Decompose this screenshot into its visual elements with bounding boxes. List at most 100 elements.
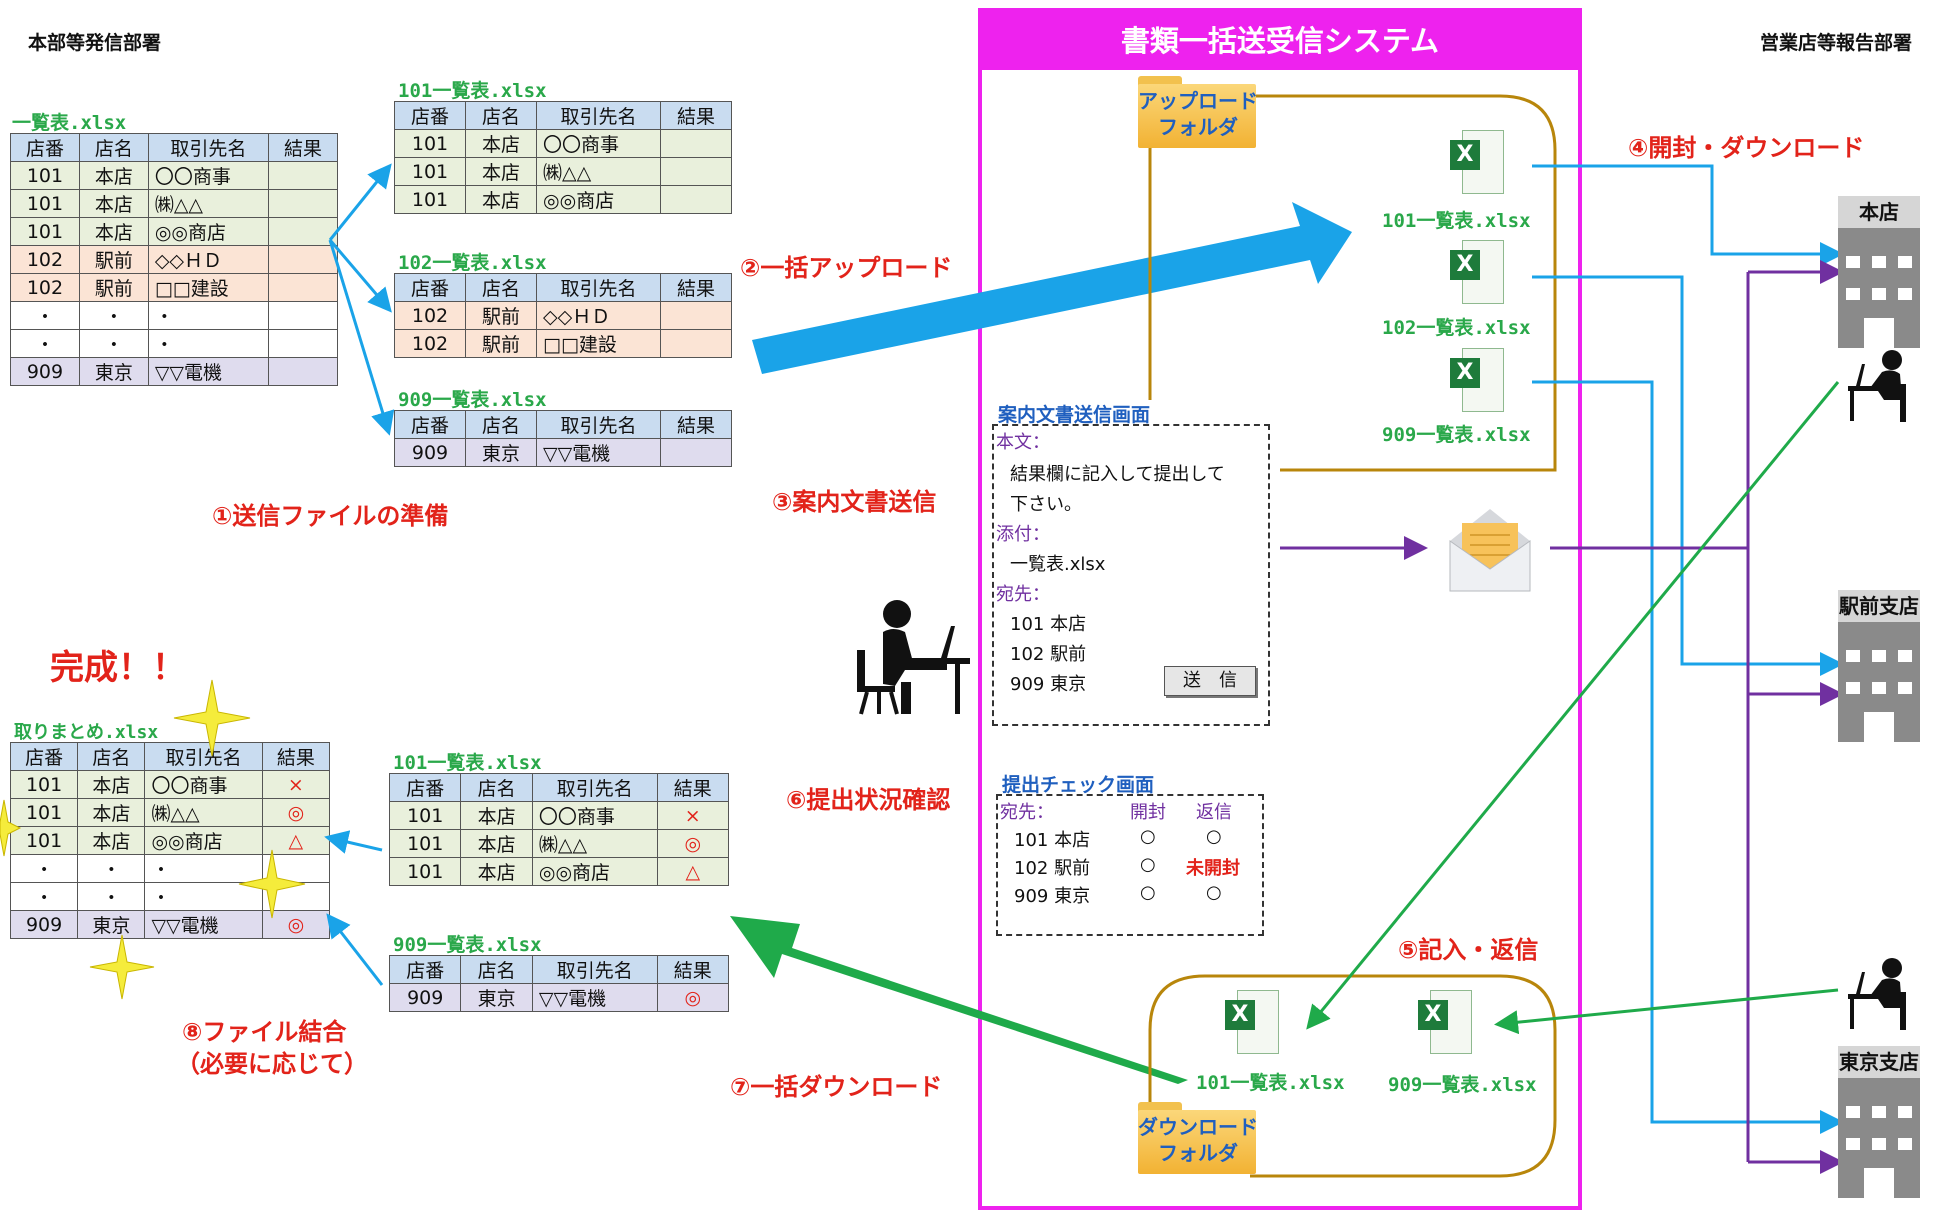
upload-file-909-label: 909一覧表.xlsx (1382, 424, 1531, 446)
notice-to-label: 宛先： (996, 584, 1050, 605)
envelope-icon (1449, 509, 1531, 592)
download-group-frame (1148, 974, 1557, 1178)
excel-file-icon[interactable]: X (1418, 990, 1472, 1054)
left-header: 本部等発信部署 (28, 32, 162, 54)
notice-recipient: 909 東京 (1010, 674, 1087, 695)
building-tokyo-label: 東京支店 (1838, 1046, 1920, 1078)
excel-file-icon[interactable]: X (1225, 990, 1279, 1054)
returned-909-name: 909一覧表.xlsx (393, 934, 542, 956)
step-7-label: ⑦一括ダウンロード (730, 1073, 943, 1101)
system-panel: 書類一括送受信システム (978, 8, 1582, 1210)
check-col-reply: 返信 (1196, 802, 1232, 823)
step-5-label: ⑤記入・返信 (1398, 936, 1539, 964)
building-honten-icon: 本店 (1838, 196, 1920, 348)
check-row-dest: 101 本店 (1014, 830, 1091, 851)
download-arrow (730, 916, 1188, 1084)
upload-arrow (752, 202, 1352, 374)
check-screen: 宛先： 開封 返信 101 本店 ○ ○ 102 駅前 ○ 未開封 909 東京… (996, 794, 1264, 936)
table-row: ・・・ (9, 882, 331, 911)
notice-attachment[interactable]: 一覧表.xlsx (1010, 554, 1106, 575)
right-header: 営業店等報告部署 (1760, 32, 1913, 54)
check-col-open: 開封 (1130, 802, 1166, 823)
system-title: 書類一括送受信システム (982, 12, 1578, 70)
upload-folder-icon[interactable]: アップロードフォルダ (1138, 76, 1258, 148)
step-4-label: ④開封・ダウンロード (1628, 134, 1865, 162)
send-button[interactable]: 送 信 (1164, 666, 1256, 696)
step-2-label: ②一括アップロード (740, 254, 953, 282)
check-row-dest: 102 駅前 (1014, 858, 1091, 879)
download-folder-icon[interactable]: ダウンロードフォルダ (1138, 1102, 1258, 1174)
excel-file-icon[interactable]: X (1450, 130, 1504, 194)
returned-101-name: 101一覧表.xlsx (393, 752, 542, 774)
excel-file-icon[interactable]: X (1450, 348, 1504, 412)
notice-screen: 本文： 結果欄に記入して提出して 下さい。 添付： 一覧表.xlsx 宛先： 1… (992, 424, 1270, 726)
download-file-909-label: 909一覧表.xlsx (1388, 1074, 1537, 1096)
check-row-open: ○ (1140, 854, 1156, 875)
master-file-name: 一覧表.xlsx (12, 112, 127, 134)
table-row: ・・・ (10, 329, 338, 358)
check-row-open: ○ (1140, 882, 1156, 903)
split-101-name: 101一覧表.xlsx (398, 80, 547, 102)
check-row-dest: 909 東京 (1014, 886, 1091, 907)
excel-file-icon[interactable]: X (1450, 240, 1504, 304)
upload-file-101-label: 101一覧表.xlsx (1382, 210, 1531, 232)
staff-at-desk-icon (1848, 958, 1906, 1030)
building-tokyo-icon: 東京支店 (1838, 1046, 1920, 1198)
notice-body-label: 本文： (996, 432, 1050, 453)
upload-file-102-label: 102一覧表.xlsx (1382, 317, 1531, 339)
check-to-label: 宛先： (1000, 802, 1054, 823)
notice-body-text-2: 下さい。 (1010, 494, 1082, 515)
merged-file-name: 取りまとめ.xlsx (14, 722, 159, 743)
person-at-desk-icon (857, 600, 970, 715)
notice-body-text: 結果欄に記入して提出して (1010, 464, 1225, 485)
complete-label: 完成！！ (50, 648, 186, 688)
notice-recipient: 101 本店 (1010, 614, 1087, 635)
check-row-open: ○ (1140, 826, 1156, 847)
building-ekimae-icon: 駅前支店 (1838, 590, 1920, 742)
split-102-name: 102一覧表.xlsx (398, 252, 547, 274)
step-8-sub-label: （必要に応じて） (176, 1050, 368, 1078)
notice-recipient: 102 駅前 (1010, 644, 1087, 665)
step-1-label: ①送信ファイルの準備 (212, 502, 449, 530)
sparkle-icons (0, 679, 306, 1000)
step-3-label: ③案内文書送信 (772, 488, 937, 516)
check-screen-title: 提出チェック画面 (1002, 774, 1155, 796)
notice-screen-title: 案内文書送信画面 (998, 404, 1151, 426)
building-honten-label: 本店 (1838, 196, 1920, 228)
table-row: ・・・ (10, 301, 338, 330)
check-row-reply-unopened: 未開封 (1186, 858, 1240, 879)
building-ekimae-label: 駅前支店 (1838, 590, 1920, 622)
step-8-label: ⑧ファイル結合 (182, 1018, 347, 1046)
check-row-reply: ○ (1206, 826, 1222, 847)
step-6-label: ⑥提出状況確認 (786, 786, 951, 814)
download-file-101-label: 101一覧表.xlsx (1196, 1072, 1345, 1094)
split-arrows (324, 163, 395, 986)
